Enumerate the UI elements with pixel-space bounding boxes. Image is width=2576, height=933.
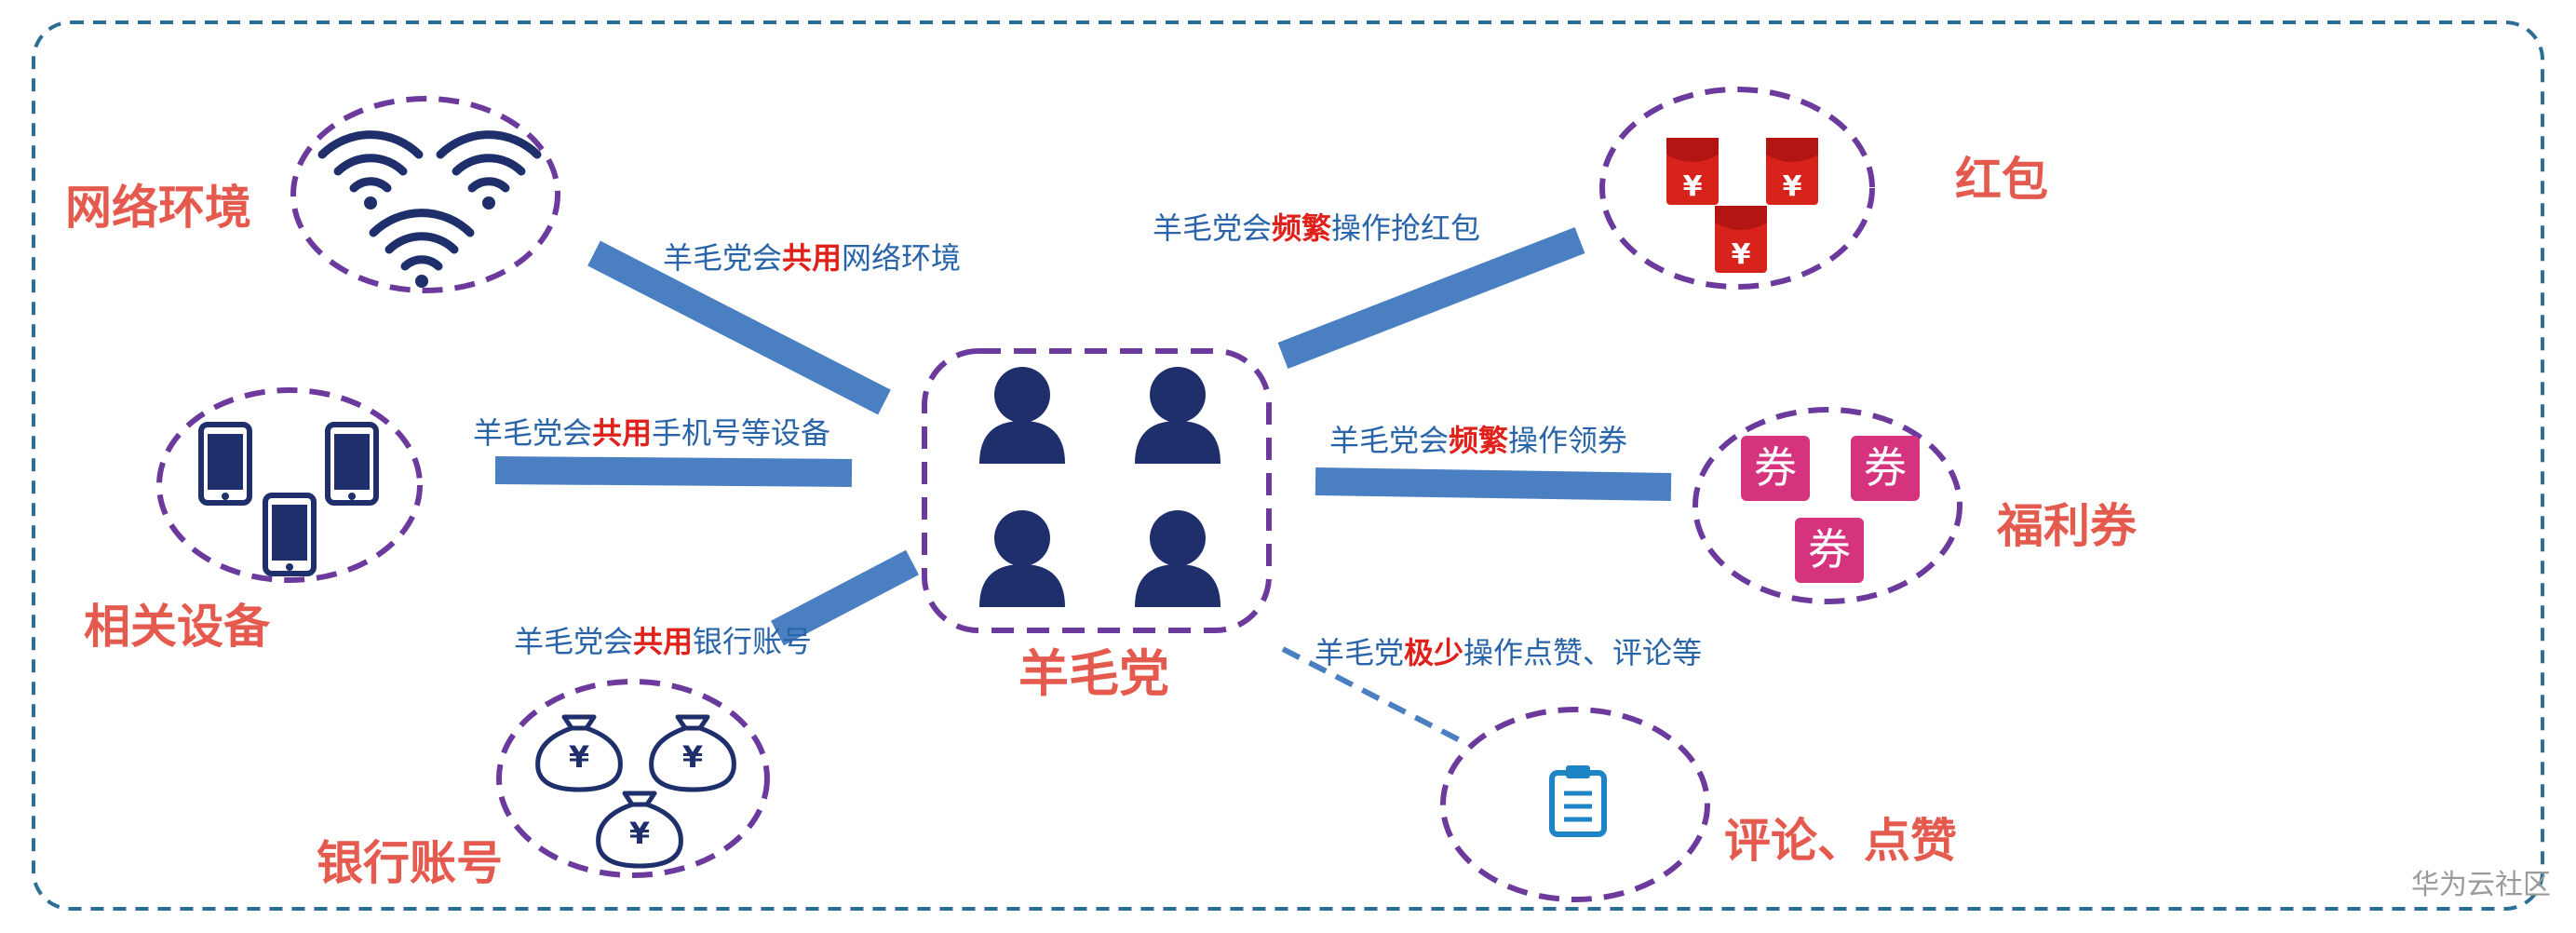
- edge-label-comment: 羊毛党极少操作点赞、评论等: [1315, 635, 1702, 670]
- node-devices: 相关设备: [84, 387, 423, 654]
- devices-label: 相关设备: [84, 600, 271, 654]
- comment-label: 评论、点赞: [1724, 814, 1957, 868]
- clipboard-icon: [1549, 765, 1607, 837]
- node-coupon: 券 券 券 福利券: [1693, 407, 2138, 604]
- redpacket-label: 红包: [1955, 153, 2048, 207]
- connector-coupon: [1315, 467, 1672, 501]
- connector-comment: [1281, 646, 1462, 743]
- network-label: 网络环境: [65, 181, 251, 235]
- node-network: 网络环境: [65, 96, 560, 293]
- coupon-icon-text: 券: [1808, 524, 1851, 575]
- connector-network: [587, 240, 891, 415]
- edge-label-coupon: 羊毛党会频繁操作领券: [1329, 423, 1627, 458]
- coupon-icon-text: 券: [1754, 442, 1797, 493]
- outer-frame: [32, 20, 2544, 911]
- watermark-text: 华为云社区: [2411, 869, 2551, 901]
- center-label: 羊毛党: [1018, 644, 1169, 703]
- node-redpacket: 红包: [1599, 87, 2048, 290]
- edge-label-redpacket: 羊毛党会频繁操作抢红包: [1153, 210, 1480, 246]
- edge-label-devices: 羊毛党会共用手机号等设备: [473, 415, 830, 451]
- connector-redpacket: [1277, 227, 1585, 369]
- edge-label-bank: 羊毛党会共用银行账号: [514, 624, 812, 659]
- coupon-icon: 券 券 券: [1741, 436, 1920, 583]
- center-node: 羊毛党: [922, 348, 1272, 703]
- bank-label: 银行账号: [317, 836, 503, 890]
- coupon-label: 福利券: [1996, 499, 2138, 553]
- network-dashed-ellipse: [290, 96, 560, 293]
- connector-bank: [771, 549, 919, 646]
- node-bank: 银行账号: [317, 679, 770, 890]
- node-comment: 评论、点赞: [1440, 707, 1957, 902]
- connector-devices: [494, 456, 853, 487]
- edge-label-network: 羊毛党会共用网络环境: [663, 240, 961, 276]
- coupon-icon-text: 券: [1864, 442, 1907, 493]
